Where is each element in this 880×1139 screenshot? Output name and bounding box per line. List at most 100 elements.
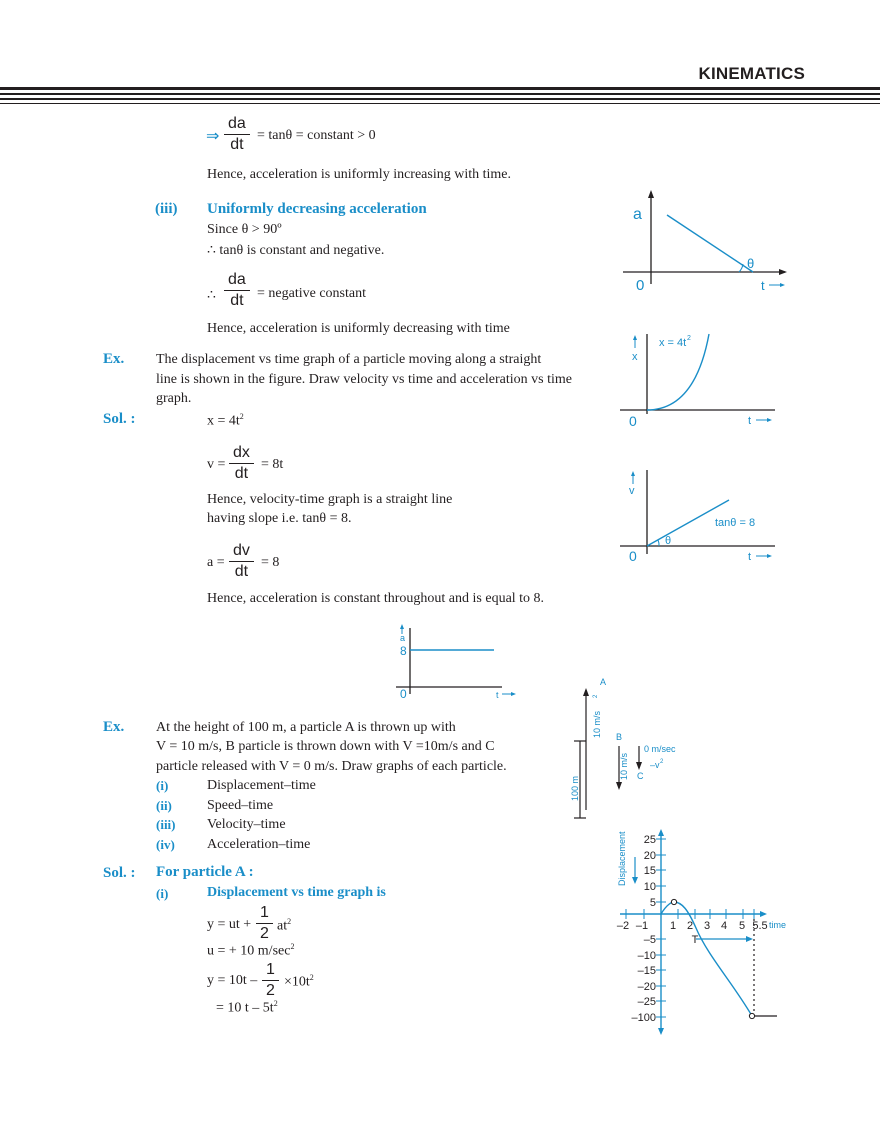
y-label-15: 15	[644, 865, 656, 877]
arrow-c-head	[636, 762, 642, 770]
theta-label: θ	[665, 535, 671, 547]
solution-2-heading: For particle A :	[156, 864, 254, 880]
header-rule-3	[0, 98, 880, 100]
list-item: (ii) Speed–time	[156, 798, 356, 818]
eq3-prefix: y = 10t –	[207, 973, 258, 988]
y-ticks	[656, 838, 666, 1018]
section-iii-title: Uniformly decreasing acceleration	[207, 201, 427, 217]
section-iii-hence: Hence, acceleration is uniformly decreas…	[207, 321, 510, 336]
y-label-5: 5	[650, 897, 656, 909]
item-number: (iv)	[156, 836, 175, 852]
displacement-curve	[660, 901, 753, 1017]
implies-symbol: ⇒	[206, 128, 220, 145]
solution-1-hence3: Hence, acceleration is constant througho…	[207, 591, 545, 606]
solution-1-hence1: Hence, velocity-time graph is a straight…	[207, 492, 453, 507]
section-iii-since: Since θ > 90º	[207, 222, 282, 237]
solution-2-label: Sol. :	[103, 865, 136, 881]
t-label: t	[496, 690, 499, 700]
eq2-sup: 2	[290, 942, 295, 951]
y-label: v	[629, 485, 635, 497]
y-axis-arrow-up	[658, 829, 664, 836]
solution-2-sub-title: Displacement vs time graph is	[207, 885, 386, 900]
frac-num: 1	[262, 960, 279, 981]
x-eq-sup: 2	[239, 412, 244, 421]
fraction-da-dt-1: da dt	[224, 114, 250, 155]
graph-velocity-v: v tanθ = 8 θ 0 t	[620, 470, 775, 564]
t-mark: T	[692, 934, 699, 946]
frac-num: da	[224, 114, 250, 135]
header-rule-2	[0, 93, 880, 95]
fraction-da-dt-2: da dt	[224, 270, 250, 311]
example-2-label: Ex.	[103, 719, 125, 735]
arrow-a-head	[583, 688, 589, 696]
y-title-arrow-head	[632, 877, 638, 884]
eq4: = 10 t – 5t2	[216, 999, 278, 1017]
a-equation-prefix: a =	[207, 555, 225, 570]
eq3-tail-text: ×10t	[284, 974, 310, 990]
solution-1-label: Sol. :	[103, 411, 136, 427]
v-equation-tail: = 8t	[261, 457, 284, 472]
item-number: (i)	[156, 778, 169, 793]
y-label: x	[632, 351, 638, 363]
x-tick-labels: –2 –1 1 2 3 4 5 5.5	[617, 920, 768, 932]
graph-displacement-x: x x = 4t 2 0 t	[620, 333, 775, 429]
x-axis-arrow	[760, 911, 767, 917]
x-title: time	[769, 920, 786, 930]
y-label-neg20: –20	[638, 981, 656, 993]
x-label-4: 4	[721, 920, 727, 932]
y-label-20: 20	[644, 850, 656, 862]
x-eq-text: x = 4t	[207, 413, 240, 429]
header-rule-4	[0, 103, 880, 104]
frac-den: 2	[260, 925, 269, 942]
y-title: Displacement	[617, 831, 627, 886]
page-header-title: KINEMATICS	[698, 64, 805, 83]
fraction-one-half-1: 1 2	[256, 903, 273, 944]
y-label-neg10: –10	[638, 950, 656, 962]
example-1-line2: line is shown in the figure. Draw veloci…	[156, 372, 572, 387]
example-2-line1: At the height of 100 m, a particle A is …	[156, 720, 456, 735]
label-c: C	[637, 771, 644, 781]
frac-den: dt	[230, 136, 244, 153]
header-rule-1	[0, 87, 880, 90]
label-b: B	[616, 732, 622, 742]
frac-num: da	[224, 270, 250, 291]
example-2-item-list: (i) Displacement–time (ii) Speed–time (i…	[156, 778, 356, 856]
frac-den: dt	[230, 292, 244, 309]
eq1-sup: 2	[287, 917, 292, 926]
frac-den: 2	[266, 982, 275, 999]
list-item: (iv) Acceleration–time	[156, 837, 356, 857]
height-label: 100 m	[570, 776, 580, 801]
y-label-neg100: –100	[632, 1012, 656, 1024]
item-number: (iii)	[156, 817, 176, 833]
graph-acceleration-constant: a 8 0 t	[396, 624, 516, 701]
y-label: a	[633, 206, 642, 223]
t-label: t	[748, 551, 751, 563]
frac-num: dx	[229, 443, 254, 464]
x-label-1: 1	[670, 920, 676, 932]
value-label: 8	[400, 644, 407, 658]
y-label-neg15: –15	[638, 965, 656, 977]
origin-label: 0	[629, 413, 637, 429]
example-1-label: Ex.	[103, 351, 125, 367]
velocity-line	[646, 499, 730, 547]
x-axis-arrow	[779, 269, 787, 275]
solution-1-x-equation: x = 4t2	[207, 412, 244, 430]
eq1-tail-text: at	[277, 918, 288, 934]
example-2-line2: V = 10 m/s, B particle is thrown down wi…	[156, 739, 495, 754]
graph-displacement-time: Displacement 25 20 15 10 5 –5 –10 –15 –2…	[617, 829, 786, 1035]
c-note-sup: 2	[660, 759, 664, 765]
c-note: –v	[650, 760, 660, 770]
example-1-line3: graph.	[156, 391, 192, 406]
curve-label-sup: 2	[687, 335, 691, 342]
solution-1-hence2: having slope i.e. tanθ = 8.	[207, 511, 352, 526]
list-item: (iii) Velocity–time	[156, 817, 356, 837]
solution-2-sub-number: (i)	[156, 886, 169, 901]
y-label-neg25: –25	[638, 996, 656, 1008]
x-label-neg1: –1	[636, 920, 648, 932]
curve-label: x = 4t	[659, 337, 686, 349]
y-arrow-head	[400, 624, 404, 629]
eq1-tail: at2	[277, 917, 291, 935]
x-ticks	[625, 909, 755, 919]
end-point	[748, 1012, 756, 1020]
item-text: Acceleration–time	[207, 836, 311, 852]
